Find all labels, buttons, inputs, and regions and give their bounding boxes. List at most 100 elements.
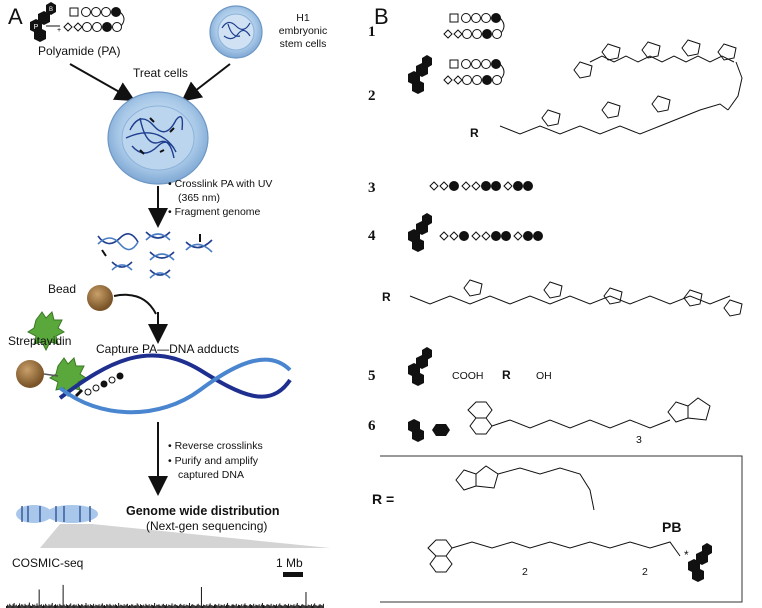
capture-label: Capture PA—DNA adducts [96, 342, 240, 356]
compound-3-number: 3 [368, 180, 376, 196]
track-bar [321, 605, 323, 608]
track-bar [300, 605, 302, 608]
track-bar [57, 604, 59, 608]
track-bar [232, 604, 234, 608]
track-bar [69, 604, 71, 608]
legend-star: * [684, 548, 689, 562]
track-bar [168, 604, 170, 608]
track-bar [119, 605, 121, 608]
track-bar [156, 604, 158, 608]
track-bar [96, 605, 98, 608]
track-bar [187, 605, 189, 608]
track-bar [292, 605, 294, 608]
track-bar [303, 605, 305, 608]
track-bar [47, 605, 49, 608]
track-bar [39, 605, 41, 608]
track-bar [286, 605, 288, 608]
track-bar [207, 605, 209, 608]
captured-dna: captured DNA [178, 469, 244, 481]
track-bar [24, 603, 26, 608]
bead-icon [87, 285, 113, 311]
track-bar [58, 605, 60, 608]
track-bar [113, 605, 115, 608]
streptavidin-label: Streptavidin [8, 334, 72, 348]
track-bar [145, 603, 147, 608]
track-bar [308, 605, 310, 608]
track-bar [14, 605, 16, 608]
track-bar [166, 604, 168, 608]
track-bar [23, 605, 25, 608]
track-bar [28, 602, 30, 608]
track-bar [263, 605, 264, 608]
track-bar [35, 605, 37, 608]
track-bar [293, 604, 295, 608]
track-bar [50, 604, 52, 608]
track-bar [241, 604, 243, 608]
legend-pb: PB [662, 519, 682, 535]
track-bar [190, 605, 192, 608]
track-bar [217, 605, 219, 608]
track-bar [118, 602, 120, 608]
treat-cells-label: Treat cells [133, 66, 188, 80]
track-bar [163, 605, 165, 608]
compound-6-number: 6 [368, 418, 376, 434]
track-bar [186, 605, 188, 608]
track-bar [267, 604, 269, 608]
track-bar [41, 605, 43, 608]
track-bar [93, 603, 95, 608]
track-bar [38, 589, 40, 608]
track-bar [170, 605, 172, 608]
track-bar [270, 603, 272, 608]
track-bar [264, 605, 266, 608]
track-bar [219, 605, 221, 608]
track-bar [32, 604, 34, 608]
track-bar [144, 605, 146, 608]
track-bar [64, 605, 66, 608]
track-bar [239, 605, 241, 608]
track-bar [105, 605, 107, 608]
pb-motifs [408, 55, 712, 582]
track-bar [183, 604, 185, 608]
genome-title: Genome wide distribution [126, 504, 280, 518]
track-bar [274, 605, 276, 608]
track-bar [242, 605, 244, 608]
track-bar [138, 605, 140, 608]
track-bar [115, 605, 117, 608]
track-bar [107, 604, 109, 608]
track-bar [26, 605, 28, 608]
track-bar [277, 605, 279, 608]
track-bar [137, 604, 139, 608]
track-bar [123, 604, 125, 608]
svg-text:+: + [57, 27, 61, 34]
track-bar [44, 605, 46, 608]
track-bar [120, 604, 122, 608]
track-bar [37, 605, 39, 608]
track-bar [147, 605, 149, 608]
track-bar [59, 603, 61, 608]
track-bar [244, 603, 246, 608]
track-bar [97, 605, 99, 608]
track-bar [220, 604, 222, 608]
track-bar [151, 605, 153, 608]
track-bar [246, 605, 248, 608]
track-bar [158, 604, 160, 608]
track-bar [200, 587, 202, 608]
track-bar [192, 604, 194, 608]
track-bar [237, 604, 239, 608]
track-bar [302, 604, 304, 608]
track-bar [288, 603, 290, 608]
track-bar [29, 605, 31, 608]
track-bar [240, 605, 242, 608]
track-bar [63, 604, 65, 608]
track-bar [278, 604, 280, 608]
track-bar [40, 604, 42, 608]
track-bar [131, 604, 133, 608]
track-bar [297, 605, 299, 608]
track-bar [80, 605, 82, 608]
track-bar [84, 605, 86, 608]
track-bar [31, 605, 33, 608]
reverse-step: • Reverse crosslinks [168, 440, 263, 452]
track-bar [157, 605, 159, 608]
track-bar [20, 605, 22, 608]
track-bar [251, 605, 253, 608]
